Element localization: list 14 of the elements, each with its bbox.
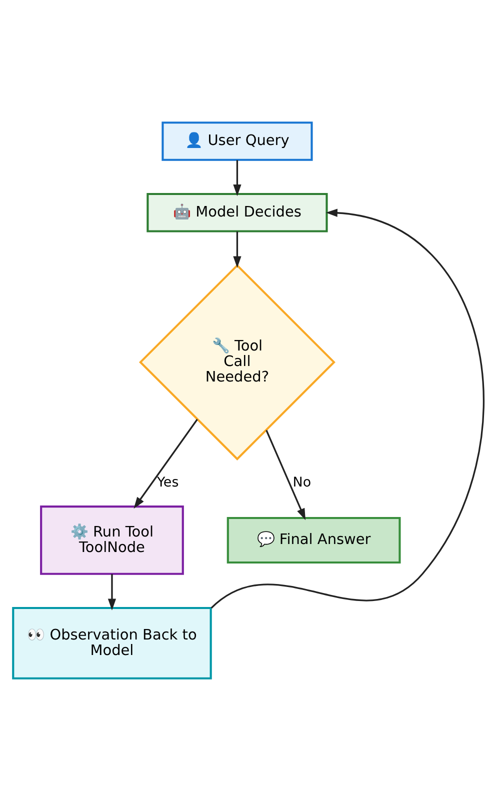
arrow bbox=[107, 574, 116, 610]
node-box: 👤 User Query bbox=[161, 122, 312, 161]
arrow bbox=[232, 231, 241, 268]
arrow bbox=[210, 208, 484, 609]
arrow bbox=[133, 418, 198, 509]
node-box: 💬 Final Answer bbox=[226, 516, 400, 564]
edge-label: No bbox=[292, 475, 311, 490]
arrow bbox=[232, 160, 241, 196]
node-box: ⚙ Run Tool ToolNode bbox=[40, 506, 184, 575]
node-box: 🤖 Model Decides bbox=[146, 192, 328, 232]
arrow bbox=[265, 430, 306, 520]
node-box: 👀 Observation Back to Model bbox=[12, 606, 212, 680]
node-diamond: 🔧 Tool Call Needed? bbox=[138, 264, 335, 460]
edge-label: Yes bbox=[156, 475, 178, 490]
